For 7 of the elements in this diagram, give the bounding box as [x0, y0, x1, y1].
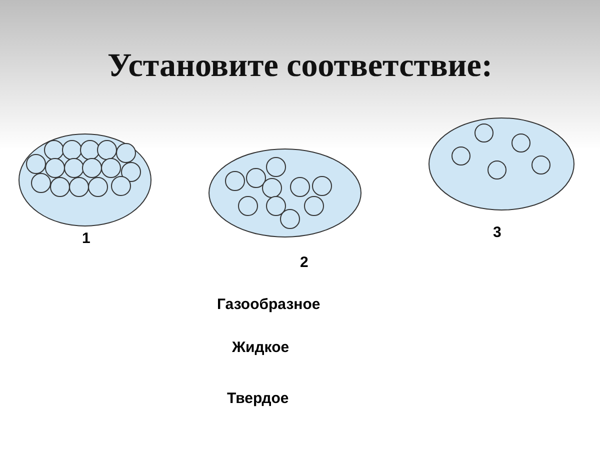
- number-label: 1: [82, 230, 90, 247]
- state-word: Жидкое: [232, 339, 290, 356]
- number-label: 3: [493, 224, 502, 241]
- number-label: 2: [300, 254, 308, 271]
- state-word: Газообразное: [217, 296, 320, 313]
- state-word: Твердое: [227, 390, 289, 407]
- slide-title: Установите соответствие:: [106, 48, 494, 85]
